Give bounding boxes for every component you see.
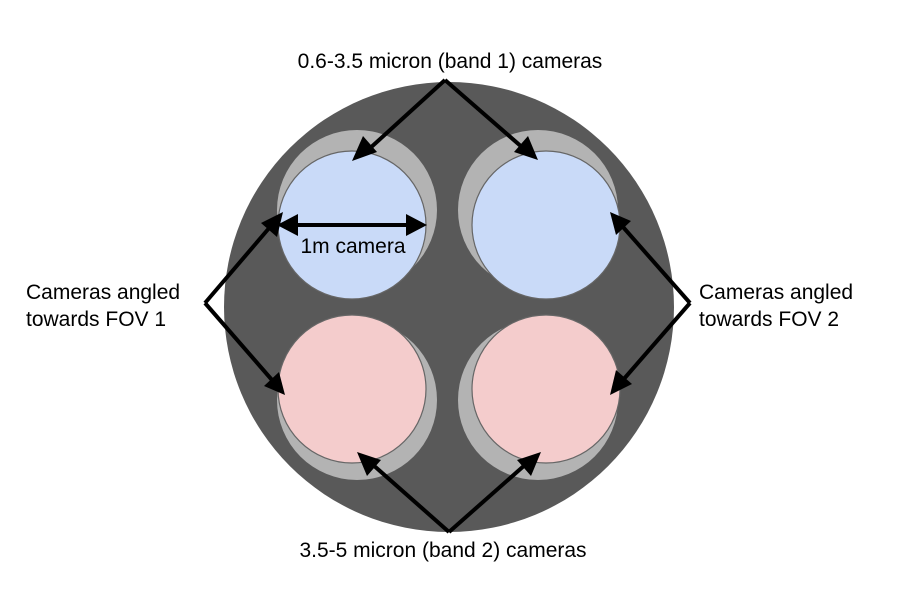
fov2-arrow-up-line xyxy=(621,225,692,305)
housing-disc xyxy=(224,82,674,532)
fov1-label-line1: Cameras angled xyxy=(26,281,180,304)
band1-arrows xyxy=(352,78,538,161)
band2-arrows xyxy=(357,452,541,534)
camera-size-label: 1m camera xyxy=(300,235,405,258)
band2-arrow-left-head xyxy=(357,452,381,476)
band1-arrow-left-line xyxy=(366,78,447,152)
fov2-label-line2: towards FOV 2 xyxy=(699,308,839,331)
band2-arrow-right-head xyxy=(517,452,541,476)
camera-band1-top-right xyxy=(471,150,621,300)
band2-arrow-right-line xyxy=(447,462,528,534)
camera-band2-bottom-left xyxy=(277,314,427,464)
fov2-label-line1: Cameras angled xyxy=(699,281,853,304)
band2-label: 3.5-5 micron (band 2) cameras xyxy=(299,539,586,562)
fov1-arrow-up-head xyxy=(261,212,283,237)
fov2-arrow-down-head xyxy=(610,370,632,395)
band1-label: 0.6-3.5 micron (band 1) cameras xyxy=(298,50,603,73)
band1-arrow-right-line xyxy=(443,78,525,150)
dimension-arrow-right-head xyxy=(406,214,427,236)
fov2-arrows xyxy=(610,212,692,395)
fov1-arrow-down-head xyxy=(264,372,285,395)
band2-arrow-left-line xyxy=(370,462,451,534)
band1-arrow-left-head xyxy=(352,136,377,161)
fov1-label-line2: towards FOV 1 xyxy=(26,308,166,331)
band1-arrow-right-head xyxy=(514,136,538,160)
fov1-arrow-up-line xyxy=(203,225,272,305)
fov2-arrow-up-head xyxy=(610,212,631,235)
camera-size-dimension xyxy=(277,214,427,236)
camera-band2-bottom-right xyxy=(471,314,621,464)
fov2-arrow-down-line xyxy=(621,301,692,382)
fov1-arrow-down-line xyxy=(203,301,274,382)
fov1-arrows xyxy=(203,212,285,395)
dimension-arrow-left-head xyxy=(277,214,298,236)
